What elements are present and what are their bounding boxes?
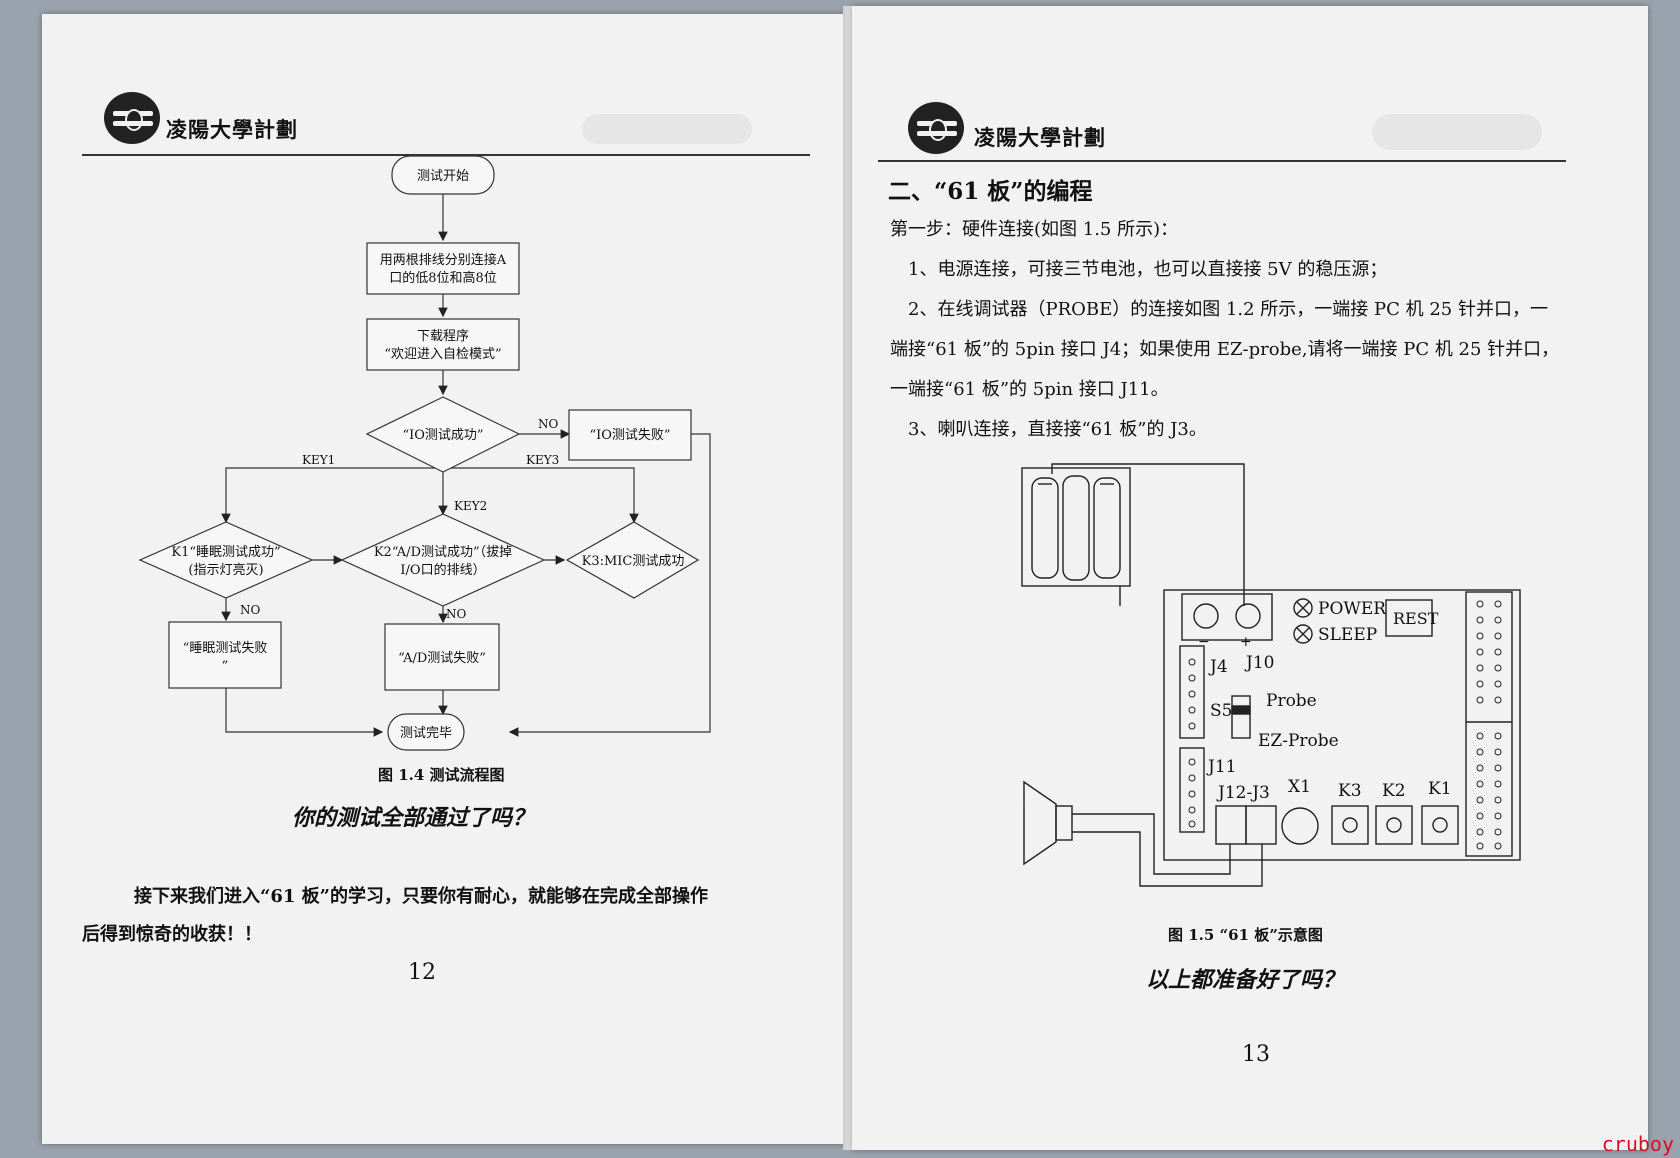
header-rule <box>878 160 1566 162</box>
flow-start: 测试开始 <box>417 169 469 184</box>
right-question: 以上都准备好了吗？ <box>1146 967 1345 993</box>
label-minus: − <box>1198 634 1210 650</box>
flow-k2-line1: K2“A/D测试成功”（拔掉 <box>374 545 512 560</box>
flow-sleep-fail-line1: “睡眠测试失败 <box>183 641 268 656</box>
battery-holder <box>1021 467 1131 587</box>
label-k2: K2 <box>1382 781 1406 801</box>
item-2-line1: 2、在线调试器（PROBE）的连接如图 1.2 所示，一端接 PC 机 25 针… <box>908 299 1548 320</box>
item-1: 1、电源连接，可接三节电池，也可以直接接 5V 的稳压源； <box>908 259 1388 280</box>
left-paragraph-line2: 后得到惊奇的收获！！ <box>82 924 262 945</box>
flow-io-fail: “IO测试失败” <box>589 428 670 443</box>
test-flowchart: 测试开始 用两根排线分别连接A 口的低8位和高8位 下载程序 “欢迎进入自检模式… <box>138 155 711 751</box>
flow-label-no-k1: NO <box>240 603 261 617</box>
page-number-left: 12 <box>408 960 436 985</box>
label-x1: X1 <box>1288 777 1311 797</box>
label-k1: K1 <box>1428 779 1452 799</box>
header-title: 凌陽大學計劃 <box>974 125 1106 150</box>
flow-label-key2: KEY2 <box>454 499 487 513</box>
label-k3: K3 <box>1338 781 1362 801</box>
label-plus: + <box>1240 634 1252 650</box>
label-j4: J4 <box>1208 657 1228 677</box>
bleed-through-header <box>1372 114 1542 150</box>
item-2-line3: 一端接“61 板”的 5pin 接口 J11。 <box>890 379 1169 400</box>
item-2-line2: 端接“61 板”的 5pin 接口 J4；如果使用 EZ-probe,请将一端接… <box>890 339 1560 360</box>
flow-sleep-fail-line2: ” <box>222 659 229 674</box>
flow-label-key3: KEY3 <box>526 453 559 467</box>
flow-step2-line2: “欢迎进入自检模式” <box>384 347 501 362</box>
section-title: 二、“61 板”的编程 <box>888 178 1093 205</box>
header-title: 凌陽大學計劃 <box>166 117 298 142</box>
label-sleep: SLEEP <box>1318 625 1377 645</box>
left-paragraph-line1: 接下来我们进入“61 板”的学习，只要你有耐心，就能够在完成全部操作 <box>134 886 709 907</box>
flow-label-no-io: NO <box>538 417 559 431</box>
flow-step2-line1: 下载程序 <box>417 329 469 344</box>
flow-decision-io: “IO测试成功” <box>402 428 483 443</box>
left-question: 你的测试全部通过了吗？ <box>292 805 535 831</box>
page-number-right: 13 <box>1242 1042 1270 1067</box>
flow-label-no-k2: NO <box>446 607 467 621</box>
board-outline <box>1163 589 1521 861</box>
flow-k1-line2: (指示灯亮灭) <box>188 562 263 578</box>
logo-icon <box>908 102 964 154</box>
label-j11: J11 <box>1206 757 1236 777</box>
figure-1-4-caption: 图 1.4 测试流程图 <box>378 766 505 784</box>
item-3: 3、喇叭连接，直接接“61 板”的 J3。 <box>908 419 1207 440</box>
label-rest: REST <box>1393 609 1439 628</box>
label-probe: Probe <box>1266 691 1317 711</box>
flow-ad-fail: “A/D测试失败” <box>398 651 486 666</box>
label-power: POWER <box>1318 599 1387 619</box>
label-j12-j3: J12-J3 <box>1216 783 1270 803</box>
flow-k2-line2: I/O口的排线） <box>400 562 485 578</box>
flow-step1-line2: 口的低8位和高8位 <box>389 270 497 286</box>
step-intro: 第一步：硬件连接(如图 1.5 所示)： <box>890 219 1179 240</box>
left-page: 凌陽大學計劃 <box>42 14 850 1144</box>
flow-k3: K3:MIC测试成功 <box>582 554 685 569</box>
flow-end: 测试完毕 <box>400 726 452 741</box>
board-diagram: − + POWER SLEEP REST J4 J10 S5 Probe EZ-… <box>1021 463 1521 887</box>
right-page: 凌陽大學計劃 二、“61 板”的编程 第一步：硬件连接(如图 1.5 所示)： … <box>852 6 1648 1150</box>
flow-k1-line1: K1“睡眠测试成功” <box>171 545 280 560</box>
bleed-through-header <box>582 114 752 144</box>
flow-label-key1: KEY1 <box>302 453 335 467</box>
flow-step1-line1: 用两根排线分别连接A <box>380 252 507 268</box>
figure-1-5-caption: 图 1.5 “61 板”示意图 <box>1168 926 1323 944</box>
watermark: cruboy <box>1601 1132 1674 1156</box>
speaker-icon <box>1023 780 1057 866</box>
label-j10: J10 <box>1244 653 1274 673</box>
logo-icon <box>104 92 160 144</box>
label-ez-probe: EZ-Probe <box>1258 731 1339 751</box>
header-rule <box>82 154 810 156</box>
label-s5: S5 <box>1210 701 1232 721</box>
